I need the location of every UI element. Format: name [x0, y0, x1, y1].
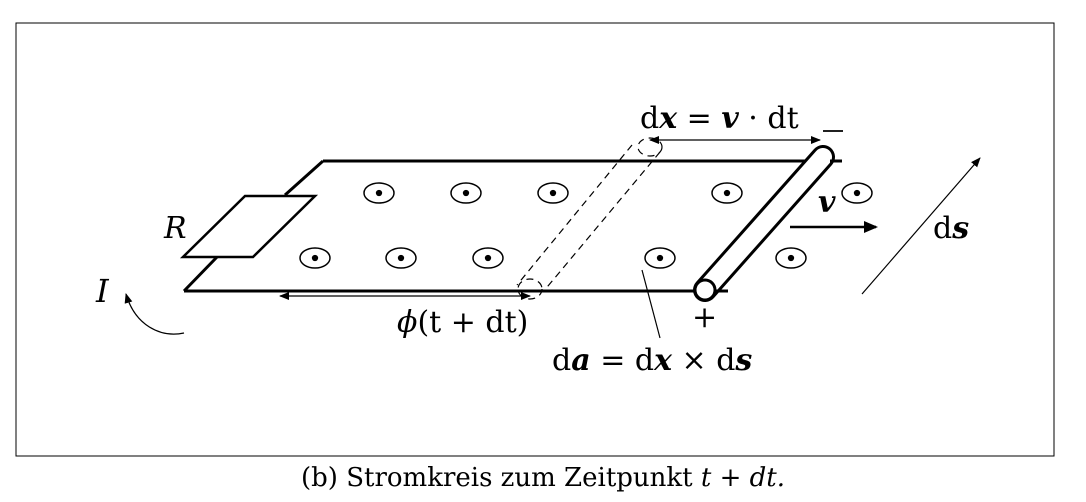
flux-label: ϕ(t + dt) [397, 305, 528, 340]
left-edge-upper [283, 159, 325, 197]
left-edge-lower [182, 255, 219, 293]
field-dot-icon [644, 247, 676, 269]
ds-label: ds [933, 211, 969, 246]
circuit-diagram: R I dx = v · dt ϕ(t + dt) + [15, 22, 1055, 457]
da-equation: da = dx × ds [552, 343, 752, 378]
figure-frame [15, 22, 1055, 457]
rails [182, 159, 840, 293]
resistor-box [179, 194, 319, 259]
plus-sign: + [692, 300, 717, 335]
field-dot-icon [472, 247, 504, 269]
caption-text: (b) Stromkreis zum Zeitpunkt [301, 463, 701, 493]
field-dot-icon [450, 182, 482, 204]
current-arrow [124, 293, 185, 335]
field-dot-icon [537, 182, 569, 204]
dx-equation: dx = v · dt [640, 101, 799, 136]
field-dot-icon [841, 182, 873, 204]
current-label: I [95, 272, 110, 310]
field-dot-icon [385, 247, 417, 269]
figure-caption: (b) Stromkreis zum Zeitpunkt t + dt. [0, 463, 1086, 493]
moving-rod [693, 145, 835, 302]
field-dot-icon [711, 182, 743, 204]
resistor-label: R [163, 211, 187, 246]
magnetic-field-symbols [299, 182, 873, 269]
rod-end-circle [693, 278, 717, 302]
field-dot-icon [299, 247, 331, 269]
da-pointer-line [641, 269, 661, 339]
velocity-label: v [818, 185, 836, 220]
field-dot-icon [363, 182, 395, 204]
field-dot-icon [775, 247, 807, 269]
ds-arrow [861, 157, 981, 295]
caption-math: t + dt. [700, 463, 785, 493]
